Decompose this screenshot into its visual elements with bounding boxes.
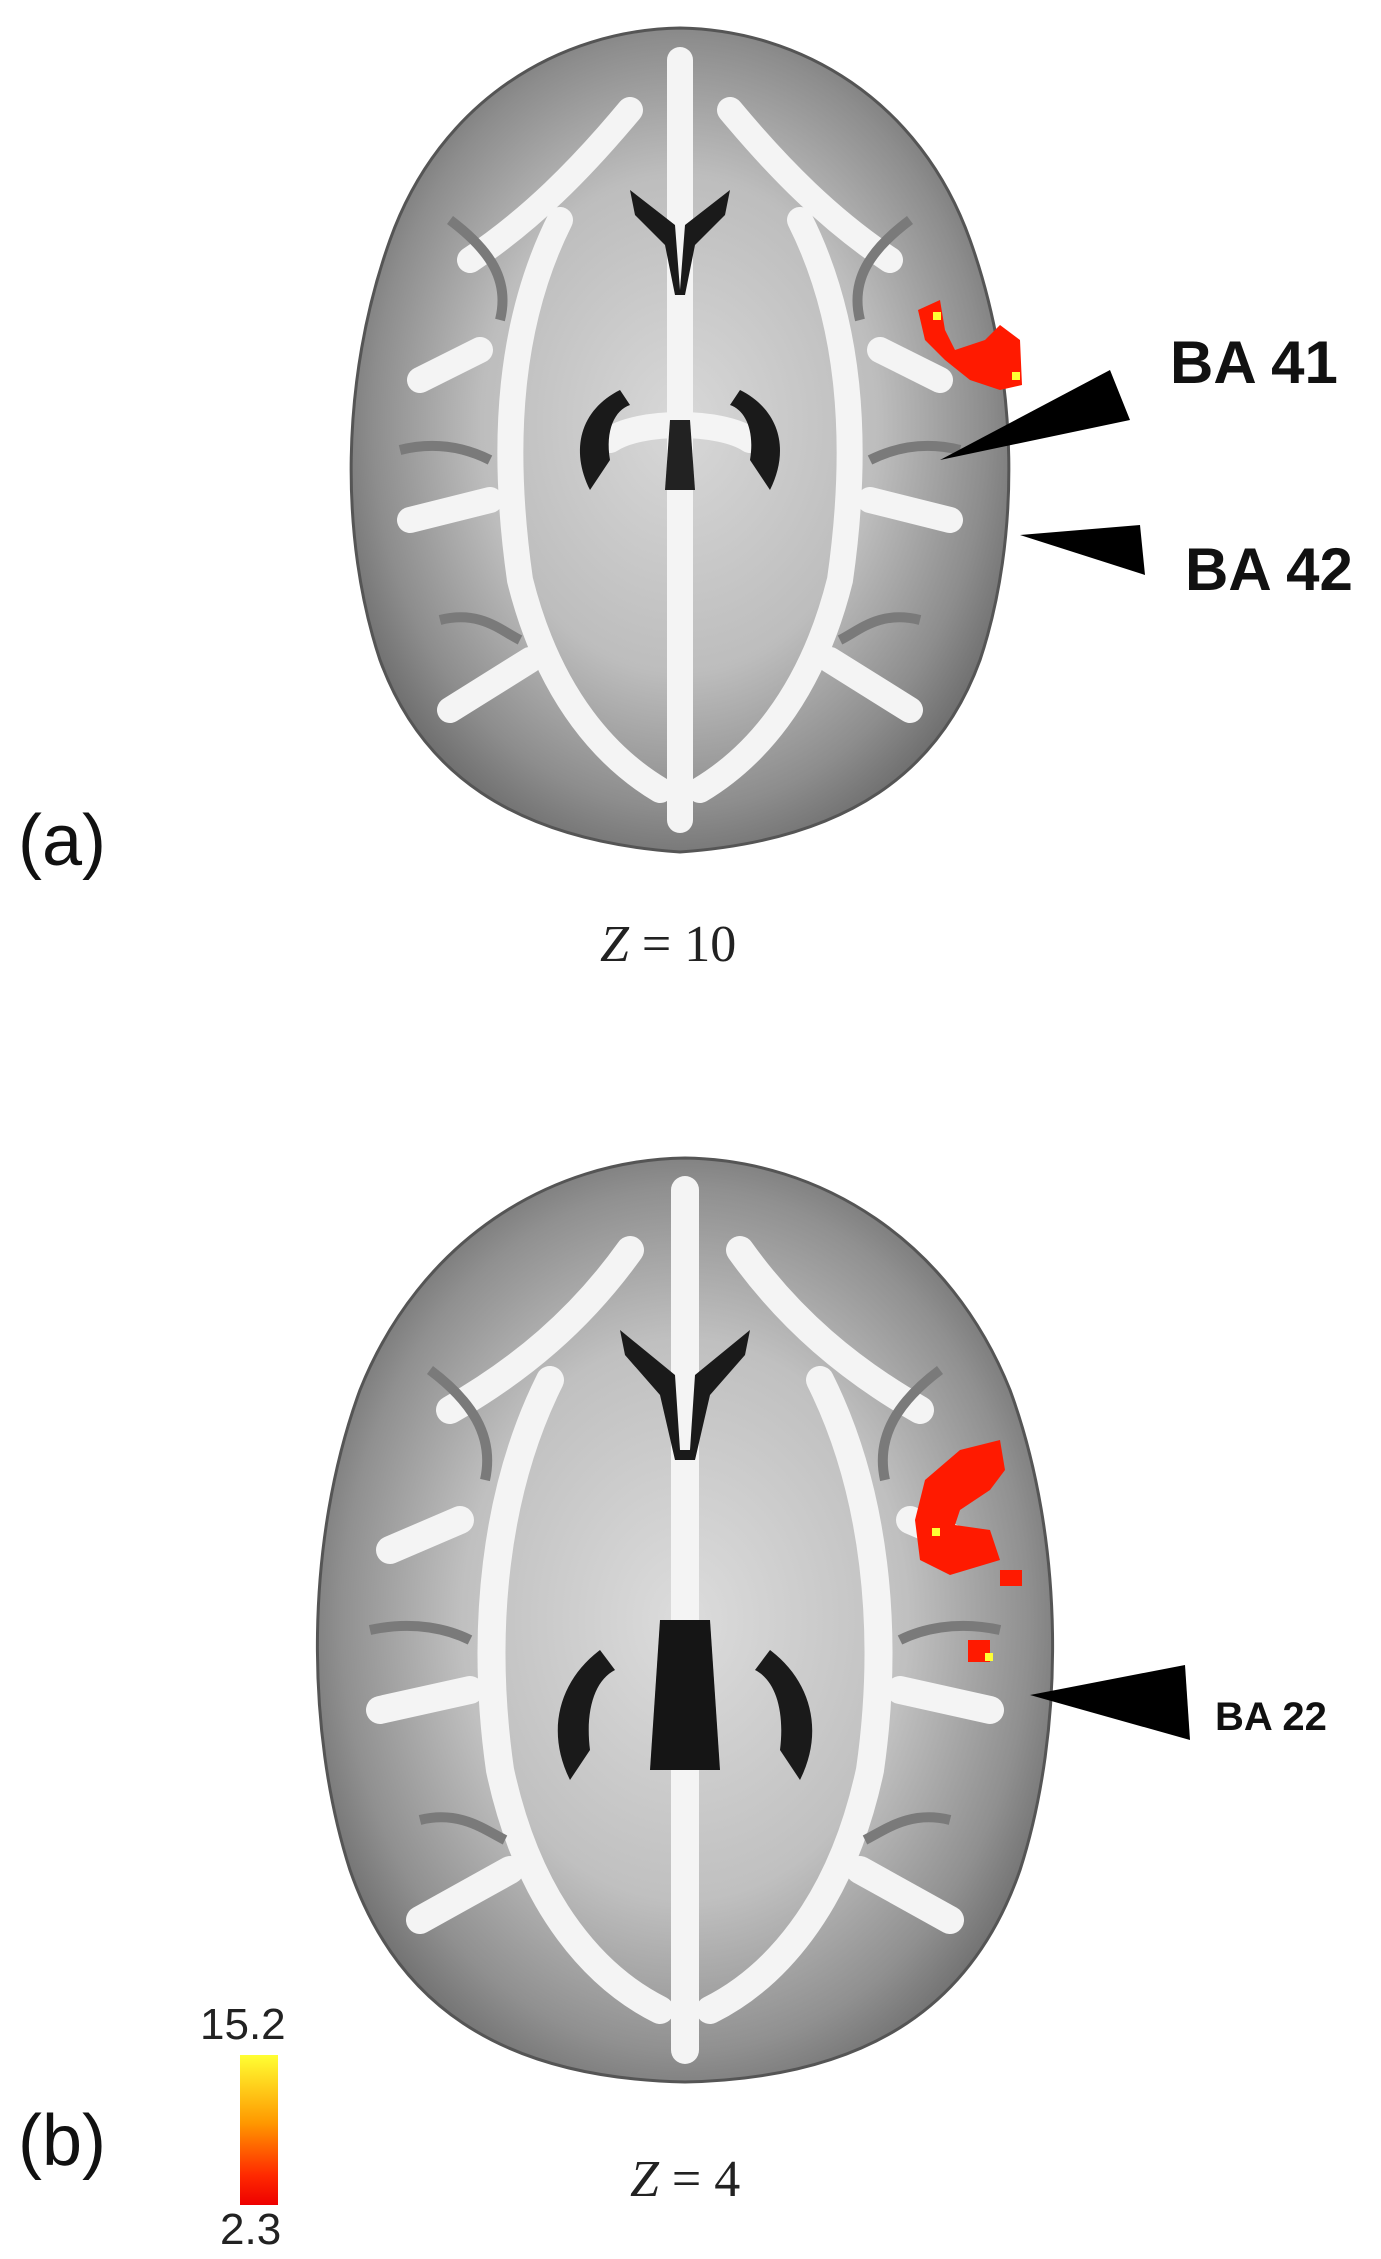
activation-cluster-b [915, 1440, 1022, 1662]
white-matter [397, 47, 963, 833]
annotation-ba22: BA 22 [1215, 1695, 1327, 1739]
colorbar-min-label: 2.3 [220, 2205, 282, 2254]
colorbar-max-label: 15.2 [200, 2000, 286, 2049]
slice-value-b: 4 [714, 2151, 741, 2208]
colorbar-gradient [240, 2055, 278, 2205]
brain-axial-slice-a [349, 26, 1022, 854]
arrow-pointers-a [940, 370, 1145, 575]
panel-a: BA 41 BA 42 (a) Z = 10 [0, 0, 1381, 1050]
panel-label-b: (b) [18, 2101, 106, 2181]
annotation-ba42: BA 42 [1185, 536, 1353, 603]
slice-var-b: Z [630, 2151, 659, 2208]
white-matter [366, 1176, 1004, 2064]
sulci [368, 1366, 1002, 1845]
annotation-ba41: BA 41 [1170, 329, 1338, 396]
lateral-ventricles [620, 1330, 750, 1460]
slice-label-a: Z = 10 [600, 916, 737, 973]
lateral-ventricles [630, 190, 730, 295]
arrow-pointer-b [1030, 1665, 1190, 1740]
slice-value-a: 10 [684, 916, 737, 973]
panel-b: BA 22 15.2 2.3 (b) Z = 4 [0, 1100, 1381, 2259]
brain-axial-slice-b [315, 1156, 1055, 2084]
panel-label-a: (a) [18, 801, 106, 881]
slice-var-a: Z [600, 916, 629, 973]
sulci [398, 216, 962, 645]
activation-cluster-a [918, 300, 1022, 390]
slice-label-b: Z = 4 [630, 2151, 741, 2208]
colorbar: 15.2 2.3 [200, 2000, 320, 2259]
